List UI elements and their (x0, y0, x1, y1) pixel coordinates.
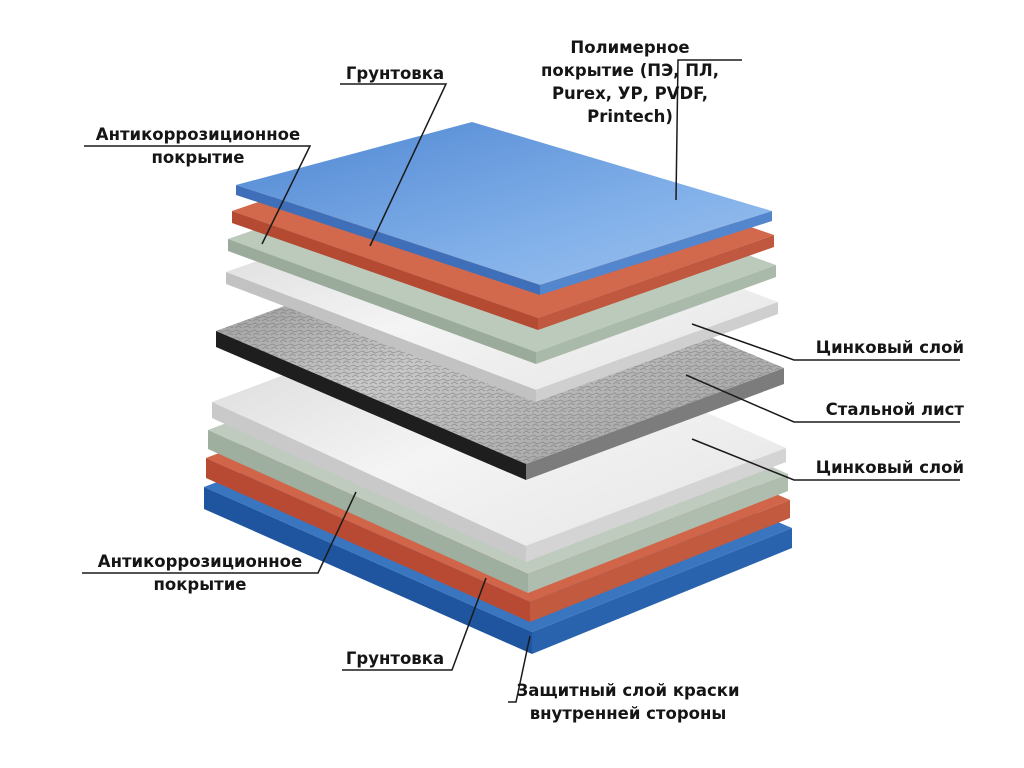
label-line: Антикоррозиционное (97, 552, 303, 571)
label-zinc-top: Цинковый слой (790, 336, 964, 359)
label-zinc-bottom: Цинковый слой (790, 456, 964, 479)
label-line: Защитный слой краски (516, 681, 740, 700)
leader-polymer (675, 59, 742, 201)
label-line: покрытие (153, 575, 247, 594)
label-primer-top: Грунтовка (330, 62, 460, 85)
label-line: покрытие (151, 148, 245, 167)
label-line: Грунтовка (345, 649, 445, 668)
label-line: Полимерное (570, 38, 690, 57)
leader-zinc-bottom (691, 438, 960, 481)
label-line: Цинковый слой (815, 338, 964, 357)
leader-anticorr-top (84, 145, 312, 245)
label-back-paint: Защитный слой краски внутренней стороны (500, 679, 756, 725)
leader-back-paint (508, 635, 531, 703)
label-anticorr-bottom: Антикоррозиционное покрытие (80, 550, 320, 596)
label-anticorr-top: Антикоррозиционное покрытие (80, 123, 316, 169)
label-primer-bottom: Грунтовка (330, 647, 460, 670)
label-line: Цинковый слой (815, 458, 964, 477)
label-line: внутренней стороны (529, 704, 727, 723)
leader-anticorr-bottom (82, 491, 357, 574)
label-line: Грунтовка (345, 64, 445, 83)
label-line: Purex, УР, PVDF, (551, 84, 709, 103)
leader-steel (685, 374, 960, 423)
leader-zinc-top (691, 323, 960, 361)
polymer-coating-layer (236, 122, 772, 295)
label-line: покрытие (ПЭ, ПЛ, (541, 61, 719, 80)
leader-primer-top (340, 83, 448, 247)
label-line: Антикоррозиционное (95, 125, 301, 144)
label-line: Printech) (587, 107, 673, 126)
label-steel-sheet: Стальной лист (790, 398, 964, 421)
leader-primer-bottom (342, 577, 487, 671)
label-polymer-coating: Полимерное покрытие (ПЭ, ПЛ, Purex, УР, … (520, 36, 740, 128)
leader-lines (82, 59, 960, 703)
label-line: Стальной лист (825, 400, 964, 419)
